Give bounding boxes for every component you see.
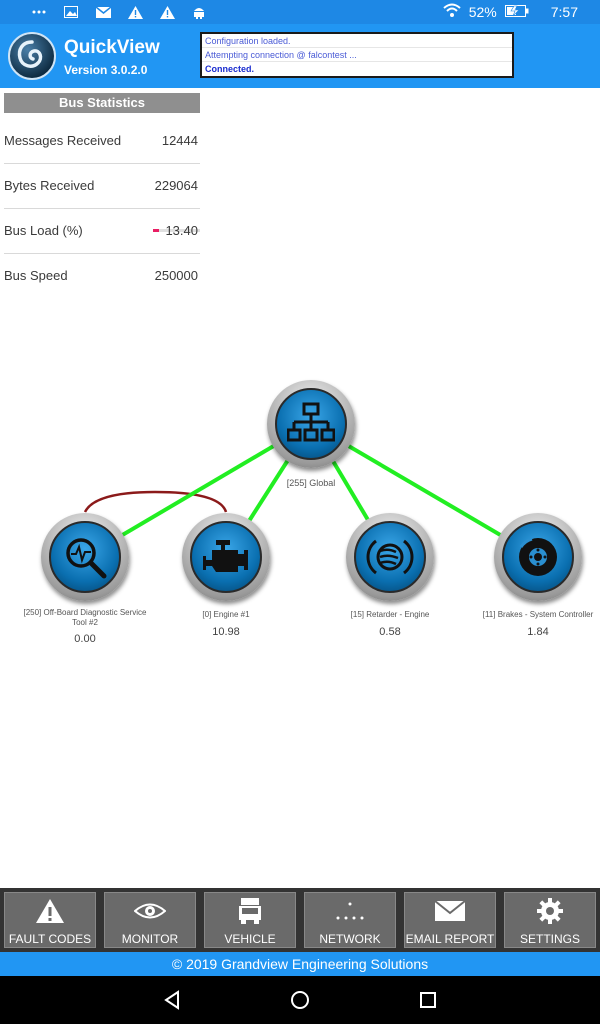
network-map-button[interactable]: NETWORK MAP <box>304 892 396 948</box>
stat-value: 229064 <box>154 178 198 193</box>
app-title: QuickView <box>64 37 160 58</box>
nav-label: MONITOR <box>121 932 179 946</box>
vehicle-totals-button[interactable]: VEHICLE TOTALS <box>204 892 296 948</box>
node-engine-1[interactable] <box>182 513 270 601</box>
bus-load-bar-fill <box>153 229 160 232</box>
bus-statistics-title: Bus Statistics <box>4 93 200 113</box>
recents-icon[interactable] <box>414 986 442 1014</box>
battery-percent: 52% <box>468 3 497 20</box>
nav-label: VEHICLE TOTALS <box>224 932 276 947</box>
stat-row-messages-received: Messages Received 12444 <box>4 119 200 164</box>
stat-label: Bytes Received <box>4 178 95 193</box>
email-icon <box>94 3 112 21</box>
node-label: [250] Off-Board Diagnostic Service Tool … <box>23 608 147 627</box>
brake-disc-icon <box>519 537 557 576</box>
stat-row-bus-speed: Bus Speed 250000 <box>4 254 200 299</box>
stat-value: 250000 <box>154 268 198 283</box>
network-hierarchy-icon <box>287 402 335 442</box>
more-icon <box>30 3 48 21</box>
nav-label: EMAIL REPORT <box>405 932 495 946</box>
app-logo <box>8 32 56 80</box>
bus-load-bar <box>153 229 200 232</box>
envelope-icon <box>405 897 495 925</box>
diagnostic-magnifier-icon <box>66 538 107 579</box>
monitor-button[interactable]: MONITOR <box>104 892 196 948</box>
notification-icons <box>30 3 208 21</box>
stat-label: Messages Received <box>4 133 122 148</box>
back-icon[interactable] <box>158 986 186 1014</box>
wifi-icon <box>443 3 461 20</box>
nav-label: NETWORK MAP <box>319 932 381 947</box>
network-dots-icon <box>305 897 395 925</box>
system-status: 52% 7:57 <box>443 3 578 20</box>
log-line: Attempting connection @ falcontest ... <box>202 48 512 62</box>
stat-value: 13.40 <box>165 223 198 238</box>
email-report-button[interactable]: EMAIL REPORT <box>404 892 496 948</box>
warning-icon <box>5 897 95 925</box>
stat-row-bus-load: Bus Load (%) 13.40 <box>4 209 200 254</box>
android-icon <box>190 3 208 21</box>
hub-node-global[interactable] <box>267 380 355 468</box>
stat-label: Bus Load (%) <box>4 223 83 238</box>
stat-label: Bus Speed <box>4 268 68 283</box>
node-label: [11] Brakes - System Controller <box>482 610 594 619</box>
app-version: Version 3.0.2.0 <box>64 63 148 77</box>
log-line: Configuration loaded. <box>202 34 512 48</box>
pair-link <box>83 490 228 513</box>
eye-icon <box>105 897 195 925</box>
status-bar: 52% 7:57 <box>0 0 600 24</box>
node-retarder-engine[interactable] <box>346 513 434 601</box>
hub-label: [255] Global <box>286 478 336 488</box>
retarder-icon <box>366 539 414 575</box>
gear-icon <box>505 897 595 925</box>
node-brakes-system-controller[interactable] <box>494 513 582 601</box>
engine-icon <box>203 540 248 572</box>
node-value: 0.58 <box>379 626 401 638</box>
home-icon[interactable] <box>286 986 314 1014</box>
node-label: [0] Engine #1 <box>202 610 250 619</box>
bottom-toolbar: FAULT CODES MONITOR VEHICLE TOTALS NETWO… <box>0 888 600 952</box>
settings-button[interactable]: SETTINGS <box>504 892 596 948</box>
network-map: [255] Global [250] Off-Board Diagnostic … <box>0 370 600 670</box>
node-value: 1.84 <box>527 626 549 638</box>
clock: 7:57 <box>550 3 578 20</box>
node-off-board-diagnostic[interactable] <box>41 513 129 601</box>
copyright-footer: © 2019 Grandview Engineering Solutions <box>0 952 600 976</box>
system-navigation-bar <box>0 976 600 1024</box>
warning-icon <box>158 3 176 21</box>
warning-icon <box>126 3 144 21</box>
battery-charging-icon <box>504 4 529 20</box>
node-value: 10.98 <box>212 626 240 638</box>
node-value: 0.00 <box>74 633 96 645</box>
node-label: [15] Retarder - Engine <box>350 610 430 619</box>
stat-value: 12444 <box>161 133 198 148</box>
log-line: Connected. <box>205 64 255 74</box>
nav-label: SETTINGS <box>519 932 580 946</box>
image-icon <box>62 3 80 21</box>
stat-row-bytes-received: Bytes Received 229064 <box>4 164 200 209</box>
fault-codes-button[interactable]: FAULT CODES <box>4 892 96 948</box>
truck-icon <box>205 897 295 925</box>
nav-label: FAULT CODES <box>8 932 92 946</box>
connection-log: Configuration loaded. Attempting connect… <box>200 32 514 78</box>
